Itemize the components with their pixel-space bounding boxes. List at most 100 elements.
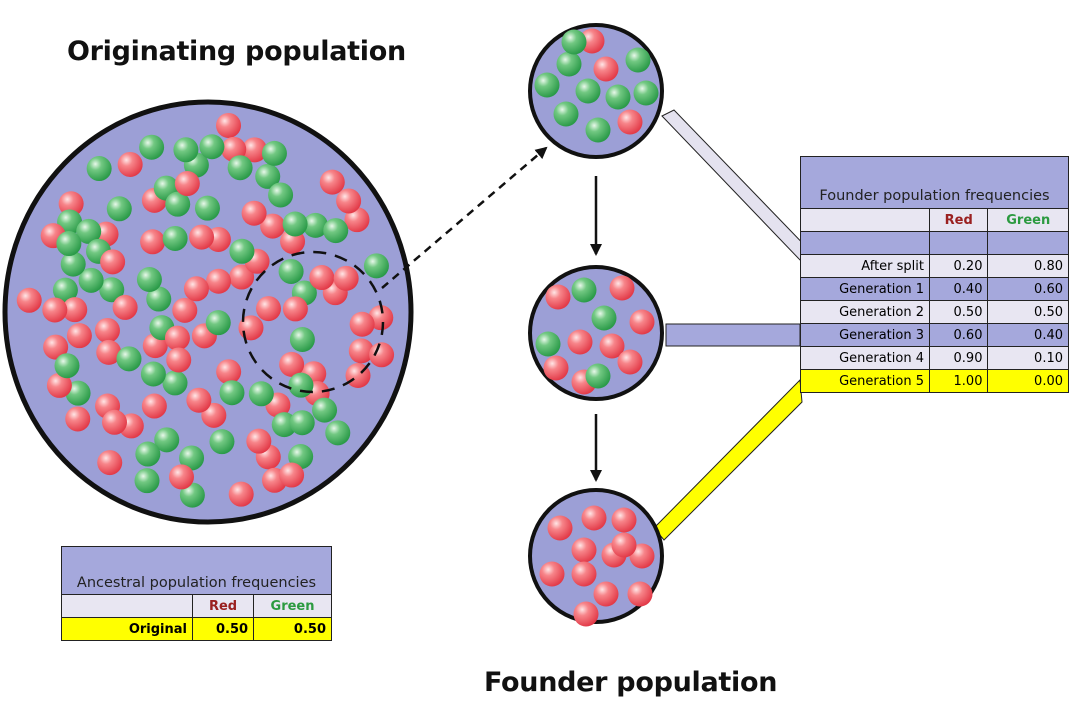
red-allele-ball	[186, 387, 212, 413]
red-allele-ball	[229, 264, 255, 290]
green-allele-ball	[154, 427, 180, 453]
red-allele-ball	[567, 329, 593, 355]
row-label: Generation 2	[800, 300, 930, 324]
green-allele-ball	[561, 29, 587, 55]
founder-population-title: Founder population	[484, 667, 778, 698]
green-allele-ball	[199, 134, 225, 160]
red-allele-ball	[593, 56, 619, 82]
red-allele-ball	[611, 532, 637, 558]
ancestral-header-red: Red	[191, 594, 255, 618]
red-allele-ball	[16, 287, 42, 313]
red-allele-ball	[627, 581, 653, 607]
red-allele-ball	[174, 171, 200, 197]
red-allele-ball	[97, 450, 123, 476]
green-frequency: 0.40	[987, 323, 1069, 347]
founder-table-row: Generation 2 0.50 0.50	[800, 300, 1069, 324]
red-allele-ball	[65, 406, 91, 432]
green-allele-ball	[288, 372, 314, 398]
green-allele-ball	[60, 251, 86, 277]
red-frequency: 0.50	[928, 300, 989, 324]
red-allele-ball	[369, 342, 395, 368]
green-frequency: 0.80	[987, 254, 1069, 278]
green-allele-ball	[585, 363, 611, 389]
ancestral-table-caption-row: Ancestral population frequencies	[61, 546, 332, 595]
green-allele-ball	[255, 163, 281, 189]
red-allele-ball	[599, 333, 625, 359]
green-allele-ball	[289, 326, 315, 352]
green-allele-ball	[229, 238, 255, 264]
red-frequency: 0.50	[191, 617, 255, 641]
red-allele-ball	[349, 311, 375, 337]
red-allele-ball	[571, 537, 597, 563]
red-allele-ball	[242, 137, 268, 163]
green-allele-ball	[288, 444, 314, 470]
red-allele-ball	[216, 359, 242, 385]
red-allele-ball	[543, 355, 569, 381]
red-allele-ball	[344, 207, 370, 233]
green-allele-ball	[134, 468, 160, 494]
red-allele-ball	[172, 297, 198, 323]
red-allele-ball	[581, 505, 607, 531]
red-allele-ball	[611, 507, 637, 533]
green-allele-ball	[325, 420, 351, 446]
founder-header-red: Red	[928, 208, 989, 232]
green-frequency: 0.60	[987, 277, 1069, 301]
green-allele-ball	[57, 209, 83, 235]
green-allele-ball	[179, 445, 205, 471]
founder-header-green: Green	[987, 208, 1069, 232]
red-allele-ball	[593, 581, 619, 607]
founder-balls-after-split	[534, 28, 659, 143]
green-allele-ball	[591, 305, 617, 331]
red-allele-ball	[206, 268, 232, 294]
founder-table-row: Generation 3 0.60 0.40	[800, 323, 1069, 347]
red-allele-ball	[164, 325, 190, 351]
red-allele-ball	[309, 265, 335, 291]
ancestral-table-row: Original 0.50 0.50	[61, 617, 332, 641]
green-allele-ball	[605, 84, 631, 110]
green-allele-ball	[146, 286, 172, 312]
red-allele-ball	[46, 372, 72, 398]
green-frequency: 0.10	[987, 346, 1069, 370]
red-allele-ball	[279, 462, 305, 488]
red-allele-ball	[189, 224, 215, 250]
founder-balls-generation-3	[535, 275, 655, 395]
red-allele-ball	[348, 338, 374, 364]
ancestral-table-header: Red Green	[61, 594, 332, 618]
green-frequency: 0.50	[253, 617, 332, 641]
founder-frequency-table: Founder population frequencies Red Green…	[800, 156, 1069, 393]
red-allele-ball	[573, 601, 599, 627]
red-allele-ball	[617, 349, 643, 375]
founder-table-caption-row: Founder population frequencies	[800, 156, 1069, 209]
green-allele-ball	[209, 429, 235, 455]
green-allele-ball	[162, 370, 188, 396]
split-dashed-arrow	[381, 146, 548, 289]
originating-population-balls	[16, 112, 395, 508]
green-allele-ball	[52, 277, 78, 303]
green-allele-ball	[363, 253, 389, 279]
red-allele-ball	[279, 351, 305, 377]
green-allele-ball	[162, 225, 188, 251]
red-allele-ball	[101, 409, 127, 435]
green-allele-ball	[136, 267, 162, 293]
green-allele-ball	[86, 156, 112, 182]
red-allele-ball	[216, 112, 242, 138]
green-allele-ball	[571, 277, 597, 303]
red-allele-ball	[141, 393, 167, 419]
red-allele-ball	[140, 229, 166, 255]
row-label: Original	[61, 617, 193, 641]
red-allele-ball	[66, 323, 92, 349]
green-allele-ball	[99, 277, 125, 303]
row-label: After split	[800, 254, 930, 278]
green-allele-ball	[261, 140, 287, 166]
red-allele-ball	[539, 561, 565, 587]
ancestral-frequency-table: Ancestral population frequencies Red Gre…	[61, 546, 332, 641]
originating-population-title: Originating population	[67, 36, 406, 67]
row-label: Generation 1	[800, 277, 930, 301]
green-allele-ball	[76, 218, 102, 244]
green-allele-ball	[165, 191, 191, 217]
red-allele-ball	[62, 297, 88, 323]
red-frequency: 0.90	[928, 346, 989, 370]
red-allele-ball	[58, 191, 84, 217]
green-allele-ball	[553, 101, 579, 127]
